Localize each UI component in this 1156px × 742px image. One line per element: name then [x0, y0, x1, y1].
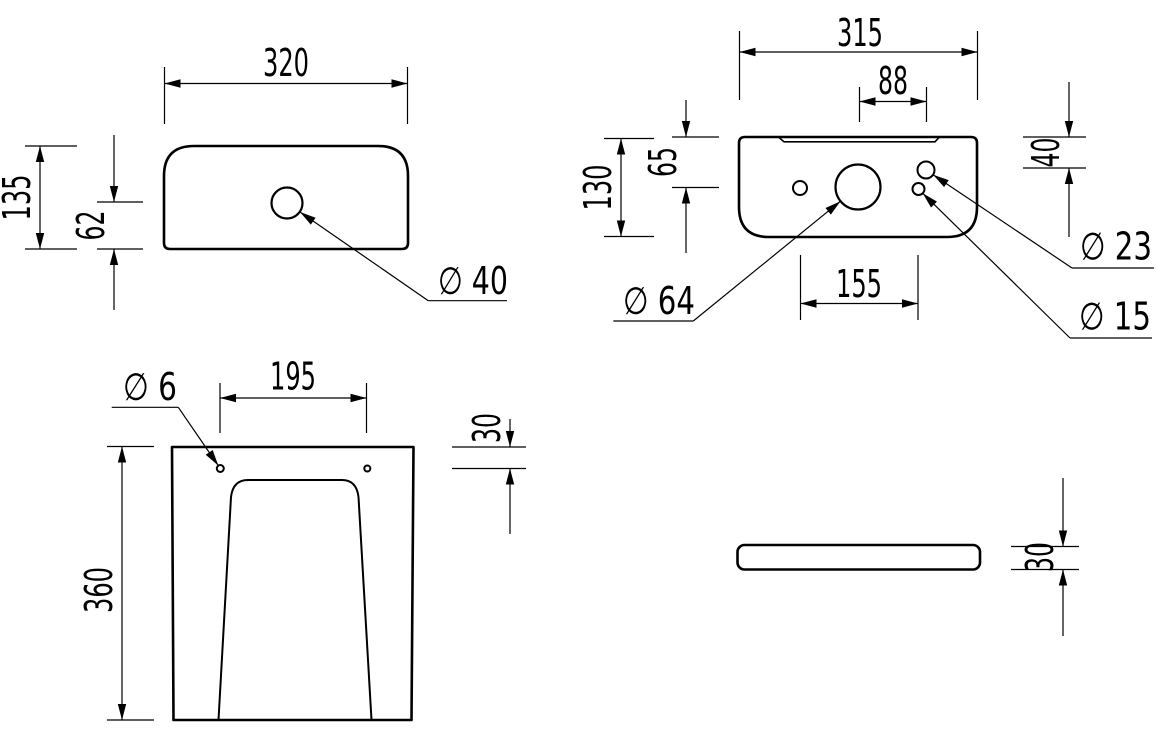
label-cistern-side-hole: ∅ 23 — [1080, 225, 1152, 269]
dim-arrow — [1058, 569, 1068, 586]
dim-arrow — [902, 299, 918, 308]
leader-line — [922, 192, 1071, 339]
dim-arrow — [681, 121, 691, 137]
pedestal-left-fixing-hole — [215, 464, 225, 473]
pedestal-outline — [170, 445, 415, 722]
dim-arrow — [164, 79, 181, 88]
dim-arrow — [1058, 530, 1068, 547]
cistern-outline — [737, 135, 979, 239]
dim-arrow — [859, 97, 876, 106]
dim-cistern-center-height: 65 — [641, 147, 685, 177]
label-pedestal-fixing-hole: ∅ 6 — [123, 365, 177, 409]
leader-arrow — [205, 450, 219, 466]
dim-arrow — [505, 468, 515, 485]
shelf-side-view: 30 — [736, 478, 1079, 636]
lid-outline — [162, 144, 410, 251]
dim-pedestal-hole-top-offset: 30 — [465, 413, 509, 443]
shelf-outline — [736, 543, 982, 571]
dim-arrow — [961, 47, 978, 57]
dim-arrow — [800, 299, 817, 308]
dim-cistern-width: 315 — [837, 11, 883, 55]
dim-arrow — [220, 393, 236, 403]
dim-arrow — [391, 79, 408, 88]
dim-cistern-side-hole-height: 40 — [1024, 138, 1068, 168]
cistern-lip-line — [778, 136, 940, 143]
pedestal-front-view: 195 ∅ 6 360 30 — [77, 355, 526, 722]
label-lid-hole-diameter: ∅ 40 — [438, 259, 508, 303]
leader-arrow — [933, 174, 949, 188]
leader-line — [932, 174, 1073, 269]
dim-arrow — [616, 220, 626, 237]
dim-lid-height: 135 — [0, 175, 39, 221]
leader-arrow — [825, 201, 841, 215]
dim-lid-width: 320 — [263, 41, 309, 85]
dim-arrow — [109, 186, 119, 202]
dim-cistern-height: 130 — [576, 165, 620, 211]
dim-arrow — [35, 146, 45, 162]
dim-arrow — [350, 393, 367, 403]
label-cistern-small-hole: ∅ 15 — [1079, 295, 1151, 339]
pedestal-inner-recess — [217, 479, 373, 721]
dim-arrow — [117, 704, 127, 720]
dim-pedestal-height: 360 — [77, 567, 121, 613]
dim-arrow — [910, 97, 927, 106]
dim-cistern-bottom-hole-spacing: 155 — [836, 262, 882, 306]
dim-lid-hole-offset: 62 — [69, 211, 113, 241]
dim-arrow — [109, 249, 119, 265]
leader-line — [299, 211, 429, 302]
dim-arrow — [117, 446, 127, 463]
dim-arrow — [616, 138, 626, 155]
dim-arrow — [1064, 168, 1074, 184]
dim-arrow — [505, 431, 515, 447]
cistern-left-hole — [792, 180, 808, 196]
cistern-back-view: 315 88 130 65 40 — [576, 11, 1154, 339]
cistern-large-hole — [834, 163, 882, 211]
dim-cistern-top-hole-spacing: 88 — [878, 59, 908, 103]
leader-arrow — [922, 193, 937, 208]
label-cistern-large-hole: ∅ 64 — [623, 279, 695, 323]
dim-shelf-thickness: 30 — [1018, 542, 1062, 572]
lid-hole — [270, 186, 304, 220]
cistern-small-hole — [911, 182, 926, 196]
dim-arrow — [35, 233, 45, 249]
dim-arrow — [1064, 121, 1074, 137]
cistern-side-hole — [916, 160, 936, 180]
lid-top-view: 320 135 62 ∅ 40 — [0, 41, 508, 310]
dim-arrow — [681, 187, 691, 204]
dim-pedestal-hole-spacing: 195 — [270, 355, 316, 399]
leader-arrow — [300, 212, 316, 225]
dim-arrow — [739, 47, 756, 57]
leader-line — [692, 200, 841, 322]
pedestal-right-fixing-hole — [363, 464, 372, 473]
